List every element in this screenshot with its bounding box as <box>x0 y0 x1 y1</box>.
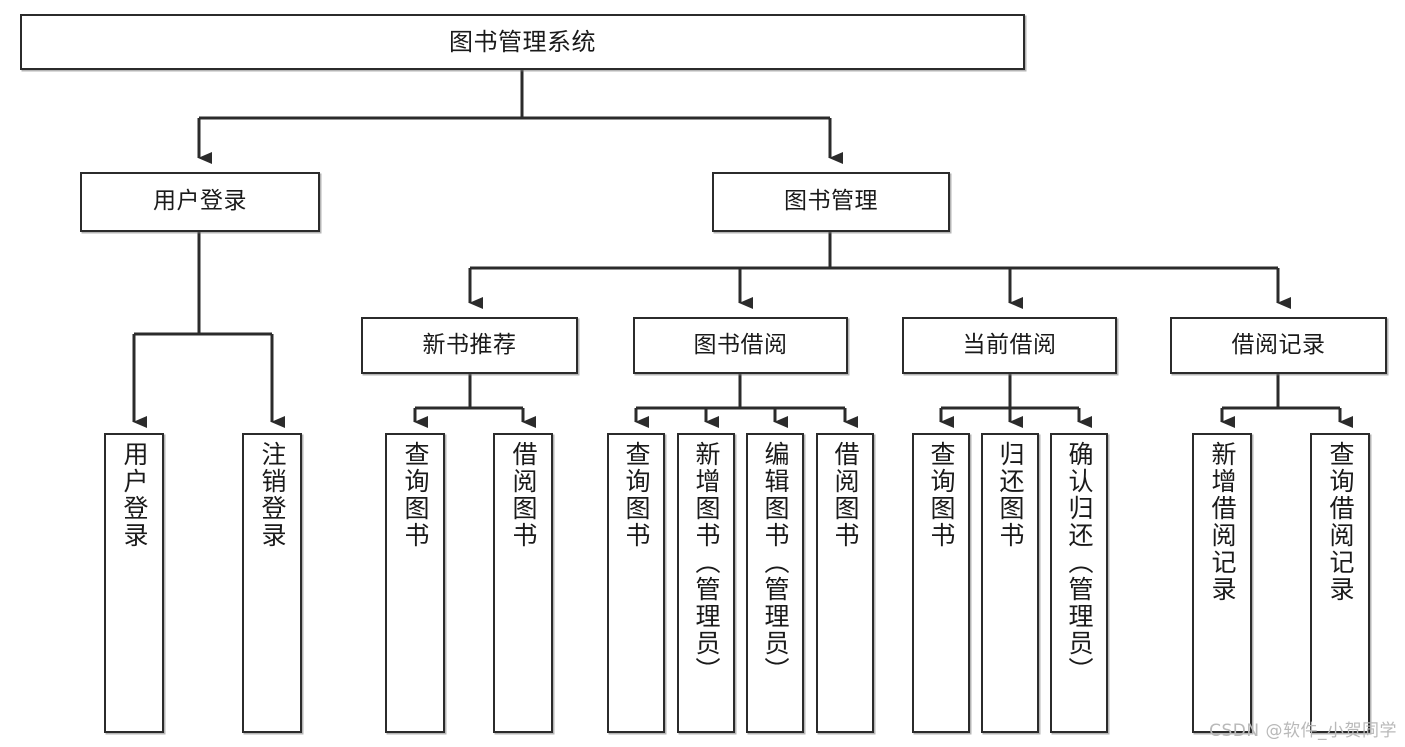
leaf-query-borrow-record[interactable]: 查询借阅记录 <box>1310 433 1370 733</box>
leaf-return-book[interactable]: 归还图书 <box>981 433 1039 733</box>
node-label: 图书管理 <box>784 188 878 215</box>
node-user-login[interactable]: 用户登录 <box>80 172 320 232</box>
node-label: 注销登录 <box>258 441 287 549</box>
node-label: 查询图书 <box>927 441 956 549</box>
node-root-system[interactable]: 图书管理系统 <box>20 14 1025 70</box>
node-label: 借阅图书 <box>831 441 860 549</box>
node-label: 编辑图书（管理员） <box>761 441 790 684</box>
leaf-query-book-recommend[interactable]: 查询图书 <box>385 433 445 733</box>
node-label: 确认归还（管理员） <box>1065 441 1094 684</box>
node-label: 用户登录 <box>153 188 247 215</box>
leaf-logout[interactable]: 注销登录 <box>242 433 302 733</box>
leaf-borrow-book-recommend[interactable]: 借阅图书 <box>493 433 553 733</box>
leaf-user-login[interactable]: 用户登录 <box>104 433 164 733</box>
leaf-borrow-book[interactable]: 借阅图书 <box>816 433 874 733</box>
node-label: 用户登录 <box>120 441 149 549</box>
node-label: 查询图书 <box>622 441 651 549</box>
leaf-edit-book-admin[interactable]: 编辑图书（管理员） <box>746 433 804 733</box>
leaf-add-book-admin[interactable]: 新增图书（管理员） <box>677 433 735 733</box>
leaf-add-borrow-record[interactable]: 新增借阅记录 <box>1192 433 1252 733</box>
node-label: 归还图书 <box>996 441 1025 549</box>
node-label: 借阅图书 <box>509 441 538 549</box>
node-new-book-recommend[interactable]: 新书推荐 <box>361 317 578 374</box>
node-label: 新书推荐 <box>422 331 517 358</box>
node-book-management[interactable]: 图书管理 <box>712 172 950 232</box>
node-book-borrow[interactable]: 图书借阅 <box>633 317 848 374</box>
node-current-borrow[interactable]: 当前借阅 <box>902 317 1117 374</box>
node-label: 当前借阅 <box>962 331 1057 358</box>
leaf-query-book-current[interactable]: 查询图书 <box>912 433 970 733</box>
node-label: 借阅记录 <box>1231 331 1326 358</box>
node-label: 图书管理系统 <box>449 27 596 56</box>
node-label: 查询借阅记录 <box>1326 441 1355 603</box>
node-label: 查询图书 <box>401 441 430 549</box>
node-borrow-record[interactable]: 借阅记录 <box>1170 317 1387 374</box>
leaf-query-book-borrow[interactable]: 查询图书 <box>607 433 665 733</box>
node-label: 新增图书（管理员） <box>692 441 721 684</box>
leaf-confirm-return-admin[interactable]: 确认归还（管理员） <box>1050 433 1108 733</box>
node-label: 图书借阅 <box>693 331 788 358</box>
node-label: 新增借阅记录 <box>1208 441 1237 603</box>
